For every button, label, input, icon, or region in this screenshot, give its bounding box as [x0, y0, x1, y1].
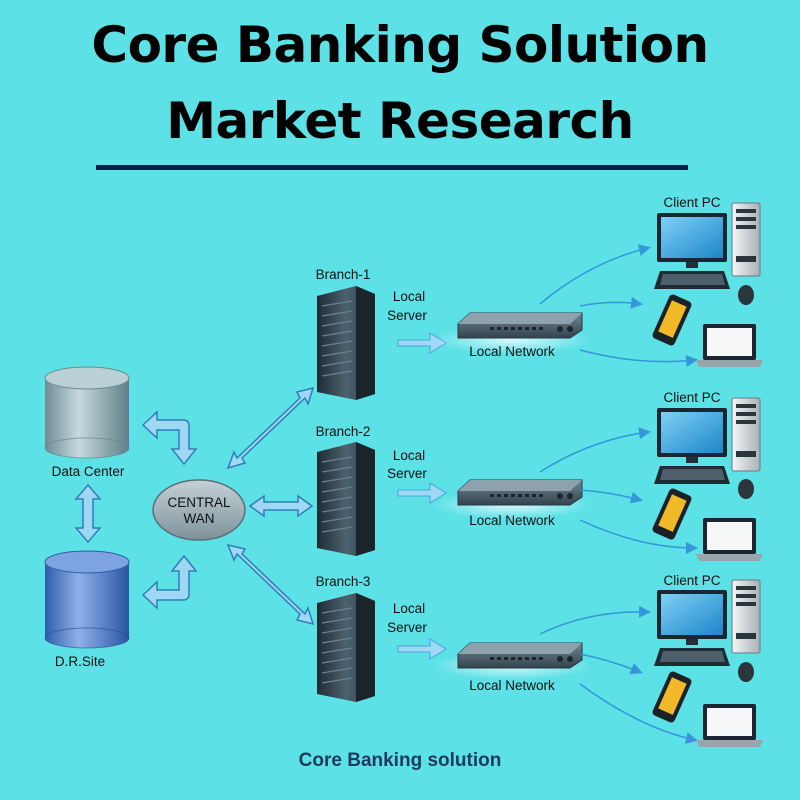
branch-2-switch-icon — [432, 479, 592, 519]
branch-2-tower-icon — [731, 397, 761, 472]
branch-1-connection-lines — [539, 244, 698, 367]
branch-1-group: Branch-1 Local Server — [316, 195, 763, 400]
branch-1-laptop-icon — [696, 324, 763, 367]
dr-site-label: D.R.Site — [55, 654, 105, 669]
branch-1-monitor-icon — [657, 213, 727, 268]
branch-3-switch-icon — [432, 642, 592, 680]
branch-3-tower-icon — [731, 579, 761, 654]
wan-branch1-arrow — [226, 386, 315, 470]
branch-3-keyboard-icon — [654, 648, 730, 666]
branch-2-client-label: Client PC — [663, 390, 720, 405]
branch-1-keyboard-icon — [654, 271, 730, 289]
datacenter-wan-arrow — [141, 410, 198, 466]
branch-2-phone-icon — [652, 488, 692, 540]
branch-1-client-pc — [654, 202, 761, 305]
branch-2-server-label-2: Server — [387, 466, 427, 481]
branch-2-mouse-icon — [738, 479, 754, 499]
branch-2-server-switch-arrow — [397, 482, 447, 504]
branch-2-network-label: Local Network — [469, 513, 555, 528]
branch-3-server-icon — [317, 593, 375, 702]
branch-2-keyboard-icon — [654, 466, 730, 484]
branch-1-phone-icon — [652, 294, 692, 346]
central-wan-label-2: WAN — [184, 511, 215, 526]
branch-3-connection-lines — [539, 605, 698, 744]
branch-3-group: Branch-3 Local Server — [316, 573, 763, 747]
dr-site-database-icon — [44, 550, 130, 649]
branch-2-laptop-icon — [696, 518, 763, 561]
wan-branch3-arrow — [226, 543, 315, 626]
title-line-1: Core Banking Solution — [91, 16, 709, 74]
branch-1-switch-icon — [432, 312, 592, 354]
footer-caption: Core Banking solution — [298, 750, 502, 771]
data-center-database-icon — [44, 366, 130, 459]
branch-2-monitor-icon — [657, 408, 727, 463]
branch-1-label: Branch-1 — [316, 267, 371, 282]
central-wan-node — [152, 479, 246, 541]
branch-3-mouse-icon — [738, 662, 754, 682]
title-line-2: Market Research — [166, 92, 634, 150]
central-wan-label-1: CENTRAL — [167, 495, 231, 510]
branch-2-group: Branch-2 Local Server — [316, 390, 763, 561]
branch-1-server-label-1: Local — [393, 289, 425, 304]
branch-2-label: Branch-2 — [316, 424, 371, 439]
title-underline — [96, 165, 688, 170]
branch-1-tower-icon — [731, 202, 761, 277]
branch-2-connection-lines — [539, 427, 698, 554]
datacenter-dr-arrow — [74, 483, 102, 544]
branch-3-server-label-2: Server — [387, 620, 427, 635]
branch-3-client-pc — [654, 579, 761, 682]
branch-1-server-label-2: Server — [387, 308, 427, 323]
branch-3-server-label-1: Local — [393, 601, 425, 616]
data-center-label: Data Center — [52, 464, 125, 479]
branch-3-laptop-icon — [696, 704, 763, 747]
branch-3-network-label: Local Network — [469, 678, 555, 693]
branch-1-network-label: Local Network — [469, 344, 555, 359]
branch-3-client-label: Client PC — [663, 573, 720, 588]
branch-3-phone-icon — [652, 671, 692, 723]
branch-3-server-switch-arrow — [397, 638, 447, 660]
branch-3-monitor-icon — [657, 590, 727, 645]
drsite-wan-arrow — [141, 554, 198, 610]
branch-1-mouse-icon — [738, 285, 754, 305]
branch-1-client-label: Client PC — [663, 195, 720, 210]
branch-1-server-icon — [317, 286, 375, 400]
branch-2-client-pc — [654, 397, 761, 499]
branch-3-label: Branch-3 — [316, 574, 371, 589]
branch-2-server-label-1: Local — [393, 448, 425, 463]
wan-branch2-arrow — [248, 494, 314, 518]
branch-2-server-icon — [317, 442, 375, 556]
